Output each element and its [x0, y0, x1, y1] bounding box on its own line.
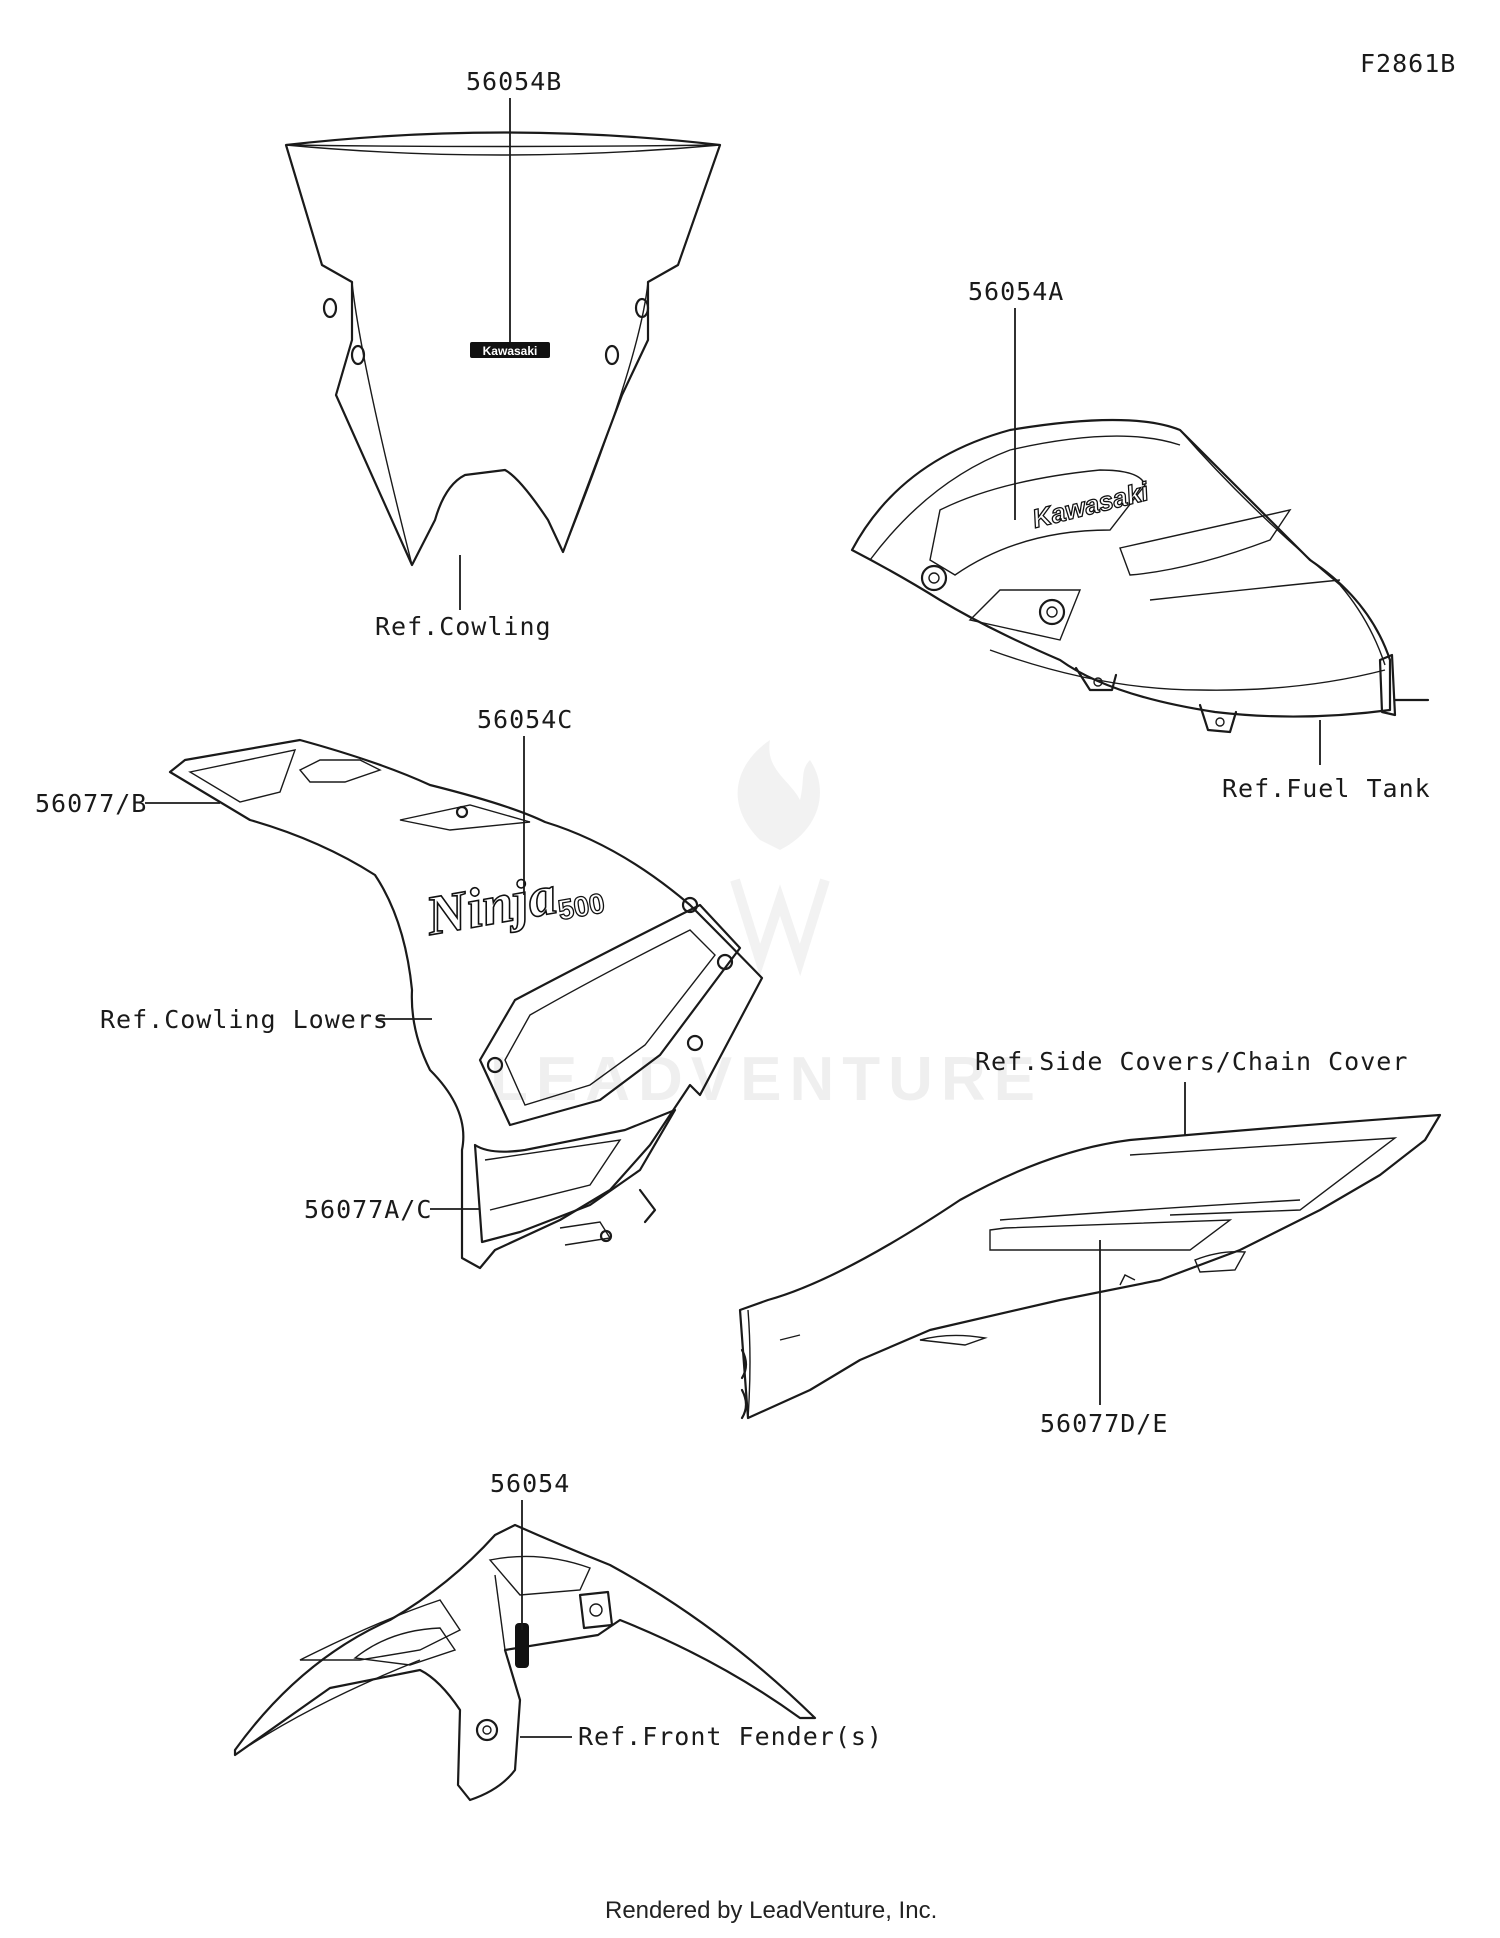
- watermark-text: LEADVENTURE: [490, 1045, 1043, 1114]
- callout-56077AC: 56077A/C: [304, 1195, 432, 1224]
- cowl-decal-text: Ninja: [421, 864, 561, 948]
- tank-decal-text: Kawasaki: [1029, 476, 1152, 534]
- fuel-tank-part: Kawasaki: [850, 418, 1430, 734]
- side-cover-part: [738, 1113, 1442, 1420]
- cowl-decal-sub-text: 500: [556, 887, 607, 926]
- cowling-lower-part: Ninja 500: [168, 738, 764, 1270]
- windshield-decal-text: Kawasaki: [483, 344, 538, 358]
- callout-ref-fuel-tank: Ref.Fuel Tank: [1222, 774, 1431, 803]
- callout-56054: 56054: [490, 1469, 570, 1498]
- callout-ref-cowling: Ref.Cowling: [375, 612, 552, 641]
- front-fender-part: [233, 1523, 817, 1802]
- callout-56054B: 56054B: [466, 67, 562, 96]
- callout-56077DE: 56077D/E: [1040, 1409, 1168, 1438]
- windshield-part: Kawasaki: [284, 131, 722, 567]
- watermark: LEADVENTURE: [490, 740, 1043, 1114]
- callout-56054C: 56054C: [477, 705, 573, 734]
- callout-56077B: 56077/B: [35, 789, 147, 818]
- callout-56054A: 56054A: [968, 277, 1064, 306]
- callout-ref-side-covers: Ref.Side Covers/Chain Cover: [975, 1047, 1408, 1076]
- footer-credit: Rendered by LeadVenture, Inc.: [605, 1897, 937, 1924]
- diagram-id: F2861B: [1360, 49, 1456, 78]
- callout-ref-front-fender: Ref.Front Fender(s): [578, 1722, 883, 1751]
- callout-ref-cowling-lowers: Ref.Cowling Lowers: [100, 1005, 389, 1034]
